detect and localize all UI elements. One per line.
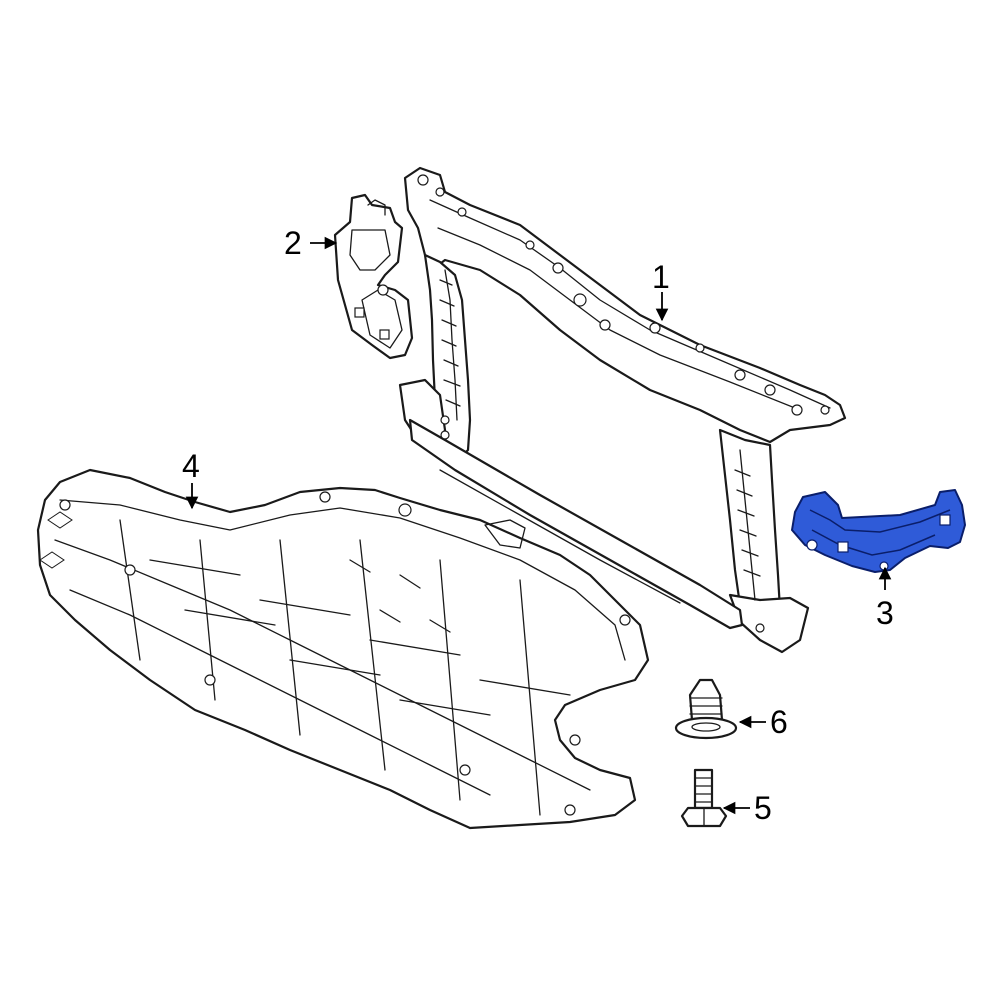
part-radiator-support[interactable] xyxy=(398,166,847,654)
part-bolt[interactable] xyxy=(680,768,728,828)
callout-5: 5 xyxy=(722,790,772,826)
highlighted-part-shape xyxy=(791,489,966,573)
part-push-clip[interactable] xyxy=(674,678,738,740)
part-left-bracket[interactable] xyxy=(333,193,414,360)
callout-5-number: 5 xyxy=(754,790,772,826)
callout-1-number: 1 xyxy=(652,259,670,295)
callout-4-number: 4 xyxy=(182,448,200,484)
part-right-bracket-highlighted[interactable] xyxy=(791,489,966,573)
callout-3-number: 3 xyxy=(876,595,894,631)
callout-6-number: 6 xyxy=(770,704,788,740)
part-splash-shield[interactable] xyxy=(36,468,650,830)
callout-6: 6 xyxy=(738,704,788,740)
callout-3: 3 xyxy=(876,566,894,631)
callout-4: 4 xyxy=(182,448,200,510)
callout-1: 1 xyxy=(652,259,670,322)
callout-2: 2 xyxy=(284,225,338,261)
callout-2-number: 2 xyxy=(284,225,302,261)
